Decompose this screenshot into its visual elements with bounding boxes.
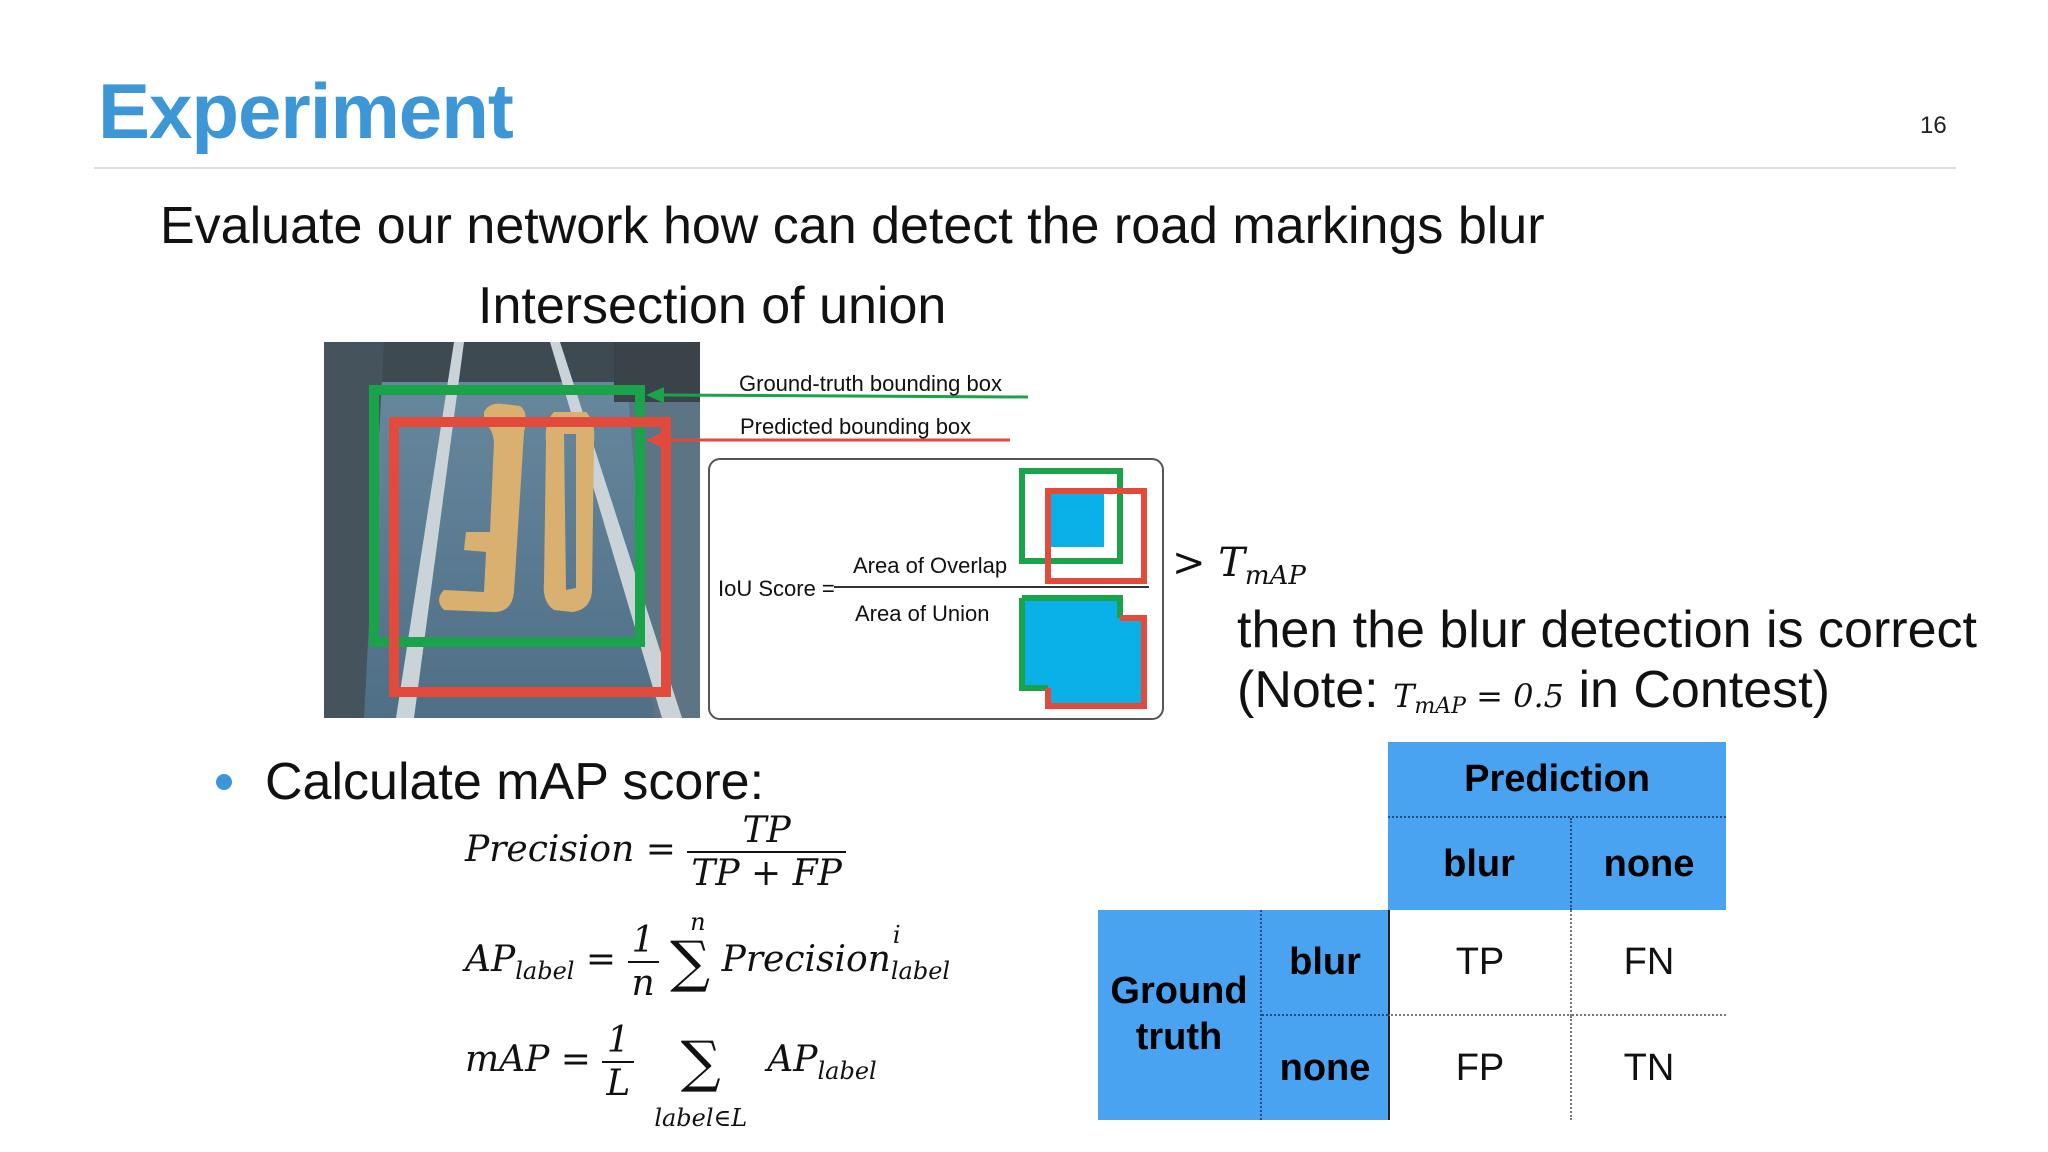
title-divider	[94, 167, 1956, 169]
road-marking-photo	[324, 342, 700, 718]
pred-blur-header: blur	[1388, 818, 1572, 910]
fraction-bar	[834, 586, 1149, 588]
cell-tn: TN	[1572, 1016, 1726, 1120]
contest-note: (Note: TmAP = 0.5 in Contest)	[1237, 661, 1830, 719]
union-diagram	[1019, 595, 1147, 709]
gt-blur-header: blur	[1262, 910, 1388, 1016]
cell-fn: FN	[1572, 910, 1726, 1016]
pred-box-label: Predicted bounding box	[740, 414, 972, 439]
prediction-header: Prediction	[1388, 742, 1726, 818]
iou-score-label: IoU Score =	[718, 576, 835, 601]
tmap-threshold: > TmAP	[1172, 540, 1306, 591]
slide-title: Experiment	[98, 67, 514, 155]
correct-detection-text: then the blur detection is correct	[1237, 601, 1977, 659]
annotation-arrows	[646, 387, 1029, 448]
union-label: Area of Union	[855, 601, 990, 626]
slide-subtitle: Evaluate our network how can detect the …	[160, 197, 1545, 255]
cell-tp: TP	[1388, 910, 1572, 1016]
page-number: 16	[1920, 112, 1947, 139]
gt-none-header: none	[1262, 1016, 1388, 1120]
overlap-diagram	[1019, 468, 1147, 584]
overlap-label: Area of Overlap	[853, 553, 1008, 578]
bullet-text: Calculate mAP score:	[265, 753, 765, 811]
iou-heading: Intersection of union	[478, 277, 947, 335]
bullet-icon	[216, 774, 232, 790]
cell-fp: FP	[1388, 1016, 1572, 1120]
pred-none-header: none	[1572, 818, 1726, 910]
gt-box-label: Ground-truth bounding box	[739, 371, 1002, 396]
ground-truth-header: Ground truth	[1098, 910, 1262, 1120]
